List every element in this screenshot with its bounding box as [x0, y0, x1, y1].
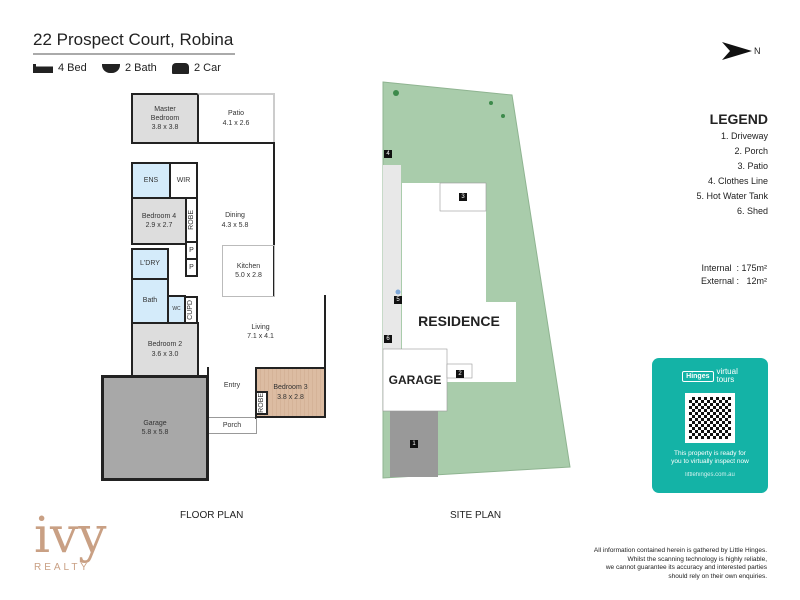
baths-feature: 2 Bath	[102, 62, 157, 74]
room-name: Bedroom 4	[141, 212, 177, 220]
disclaimer-line: All information contained herein is gath…	[593, 547, 767, 554]
room-name: Kitchen	[236, 262, 261, 270]
marker-6: 6	[384, 335, 392, 343]
north-compass: N	[722, 42, 761, 60]
room-name: Garage	[143, 419, 167, 427]
room-bath: Bath	[131, 278, 169, 324]
room-dims: 5.8 x 5.8	[141, 429, 169, 436]
marker-4: 4	[384, 150, 392, 158]
car-icon	[172, 62, 189, 74]
room-dims: 3.8 x 3.8	[151, 124, 179, 132]
disclaimer-line: Whilst the scanning technology is highly…	[627, 555, 767, 563]
room-pantry-2: P	[185, 258, 198, 277]
legend: LEGEND 1. Driveway 2. Porch 3. Patio 4. …	[696, 112, 768, 219]
north-label: N	[754, 46, 761, 56]
room-dims: 3.6 x 3.0	[151, 350, 179, 358]
room-name: L'DRY	[140, 260, 160, 268]
room-dims: 7.1 x 4.1	[247, 333, 274, 340]
logo-subtitle: REALTY	[34, 562, 91, 573]
tours-label: tours	[716, 375, 735, 384]
legend-item: 5. Hot Water Tank	[696, 191, 768, 201]
marker-1: 1	[410, 440, 418, 448]
bath-icon	[102, 63, 120, 73]
beds-label: 4 Bed	[58, 62, 87, 74]
garage-label: GARAGE	[388, 373, 442, 387]
floor-plan-caption: FLOOR PLAN	[180, 510, 244, 521]
room-master-bedroom: Master Bedroom 3.8 x 3.8	[131, 93, 199, 144]
room-name: Entry	[223, 382, 241, 389]
disclaimer-line: should rely on their own enquiries.	[668, 572, 767, 580]
room-name: Bath	[142, 297, 158, 305]
room-name: Living	[251, 323, 270, 331]
legend-item: 2. Porch	[734, 146, 768, 156]
room-name: Bedroom 2	[147, 341, 183, 349]
marker-5: 5	[394, 296, 402, 304]
room-garage: Garage 5.8 x 5.8	[101, 375, 209, 481]
marker-2: 2	[456, 370, 464, 378]
room-robe-3: ROBE	[255, 391, 268, 415]
area-summary: Internal : 175m² External : 12m²	[701, 262, 767, 288]
room-name: Bedroom 3	[273, 384, 308, 392]
room-name: Dining	[225, 212, 245, 220]
tree	[393, 90, 399, 96]
room-dims: 4.3 x 5.8	[221, 221, 249, 229]
disclaimer-line: we cannot guarantee its accuracy and int…	[605, 564, 767, 571]
legend-item: 6. Shed	[736, 206, 768, 216]
cars-feature: 2 Car	[172, 62, 221, 74]
virtual-label: virtual	[716, 367, 738, 376]
hot-water-tank	[395, 289, 401, 295]
cars-label: 2 Car	[194, 62, 221, 74]
residence-label: RESIDENCE	[418, 313, 500, 329]
legend-item: 1. Driveway	[720, 131, 768, 141]
room-name: ENS	[143, 176, 159, 184]
legend-item: 3. Patio	[737, 161, 768, 171]
hinges-brand: Hinges	[682, 370, 714, 382]
room-name: WIR	[176, 176, 191, 184]
bed-icon	[33, 63, 53, 73]
room-dims: 3.8 x 2.8	[277, 393, 304, 401]
room-name: P	[189, 246, 194, 254]
room-name: Porch	[222, 421, 242, 429]
external-area: External : 12m²	[700, 276, 767, 286]
qr-code[interactable]	[685, 393, 735, 443]
site-plan-caption: SITE PLAN	[450, 510, 502, 521]
room-living: Living 7.1 x 4.1	[197, 295, 326, 369]
ivy-realty-logo: ivy REALTY	[34, 510, 107, 573]
room-name: WC	[172, 306, 181, 313]
tree	[501, 114, 505, 118]
room-name: Master Bedroom	[150, 105, 180, 122]
baths-label: 2 Bath	[125, 62, 157, 74]
garage-area	[382, 348, 448, 412]
tour-text-2: you to virtually inspect now	[671, 458, 749, 465]
tree	[489, 101, 493, 105]
tour-text-1: This property is ready for	[674, 450, 746, 457]
room-name: Patio	[228, 110, 244, 118]
room-kitchen: Kitchen 5.0 x 2.8	[222, 245, 275, 297]
legend-item: 4. Clothes Line	[707, 176, 768, 186]
room-name: P	[189, 263, 194, 271]
north-arrow-icon	[722, 42, 752, 60]
marker-3: 3	[459, 193, 467, 201]
room-dims: 4.1 x 2.6	[222, 119, 250, 127]
internal-area: Internal : 175m²	[701, 263, 767, 273]
side-path	[383, 165, 401, 350]
logo-wordmark: ivy	[34, 506, 107, 564]
beds-feature: 4 Bed	[33, 62, 87, 74]
room-bedroom-4: Bedroom 4 2.9 x 2.7	[131, 197, 187, 245]
room-dims: 5.0 x 2.8	[235, 272, 262, 279]
title-divider	[33, 53, 235, 55]
page-title: 22 Prospect Court, Robina	[33, 30, 234, 49]
disclaimer: All information contained herein is gath…	[594, 547, 767, 581]
legend-title: LEGEND	[709, 111, 768, 127]
room-dims: 2.9 x 2.7	[145, 222, 173, 229]
tour-url[interactable]: littlehinges.com.au	[685, 472, 735, 478]
